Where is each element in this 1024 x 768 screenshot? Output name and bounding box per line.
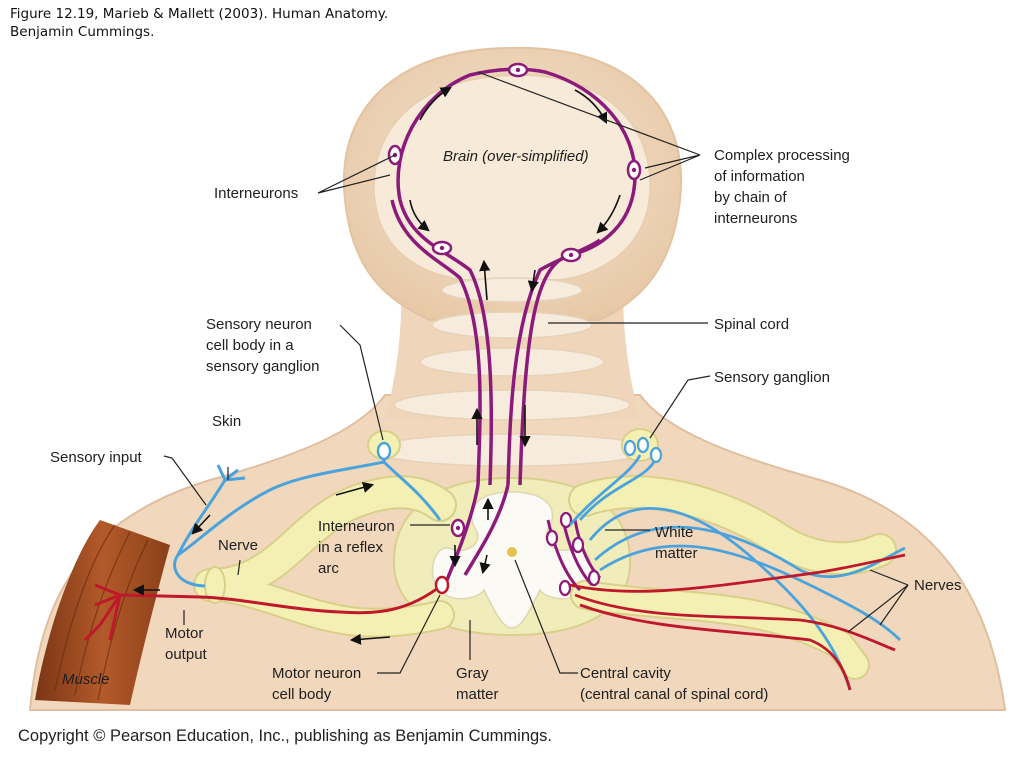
nerves-label: Nerves [914,577,962,594]
sensory-input-label: Sensory input [50,449,143,466]
leader-lines [163,71,909,674]
motor-neurons-right [569,553,906,691]
figure-caption-line2: Benjamin Cummings. [10,24,155,40]
sensory-neuron-left [173,450,442,588]
sensory-ganglion-label: Sensory ganglion [714,369,830,386]
interneurons-label: Interneurons [214,185,298,202]
sensory-cell-body-left [376,441,392,461]
spinal-cord-label: Spinal cord [714,316,789,333]
central-cavity-label-2: (central canal of spinal cord) [580,686,768,703]
copyright-text: Copyright © Pearson Education, Inc., pub… [18,727,553,745]
motor-neuron-left [83,583,443,642]
motor-output-label-2: output [165,646,208,663]
complex-label-4: interneurons [714,210,797,227]
white-matter-label-2: matter [655,545,698,562]
brain-label: Brain (over-simplified) [443,148,589,165]
interneuron-reflex-label-3: arc [318,560,339,577]
motor-cell-body-label-1: Motor neuron [272,665,361,682]
motor-cell-body-label-2: cell body [272,686,332,703]
gray-matter-label-1: Gray [456,665,489,682]
sensory-cell-body-label-3: sensory ganglion [206,358,319,375]
central-canal [507,547,517,557]
figure-caption-line1: Figure 12.19, Marieb & Mallett (2003). H… [10,6,389,22]
gray-matter [431,491,593,629]
motor-output-label-1: Motor [165,625,203,642]
complex-label-3: by chain of [714,189,787,206]
complex-label-2: of information [714,168,805,185]
muscle-label: Muscle [62,671,110,688]
skin-label: Skin [212,413,241,430]
interneuron-reflex-label-2: in a reflex [318,539,384,556]
complex-label-1: Complex processing [714,147,850,164]
interneuron-reflex-label-1: Interneuron [318,518,395,535]
white-matter-label-1: White [655,524,693,541]
sensory-cell-body-label-2: cell body in a [206,337,294,354]
central-cavity-label-1: Central cavity [580,665,671,682]
sensory-cell-body-label-1: Sensory neuron [206,316,312,333]
gray-matter-label-2: matter [456,686,499,703]
nerve-label: Nerve [218,537,258,554]
motor-cell-body-left [434,575,450,595]
brain-shape [372,73,652,281]
